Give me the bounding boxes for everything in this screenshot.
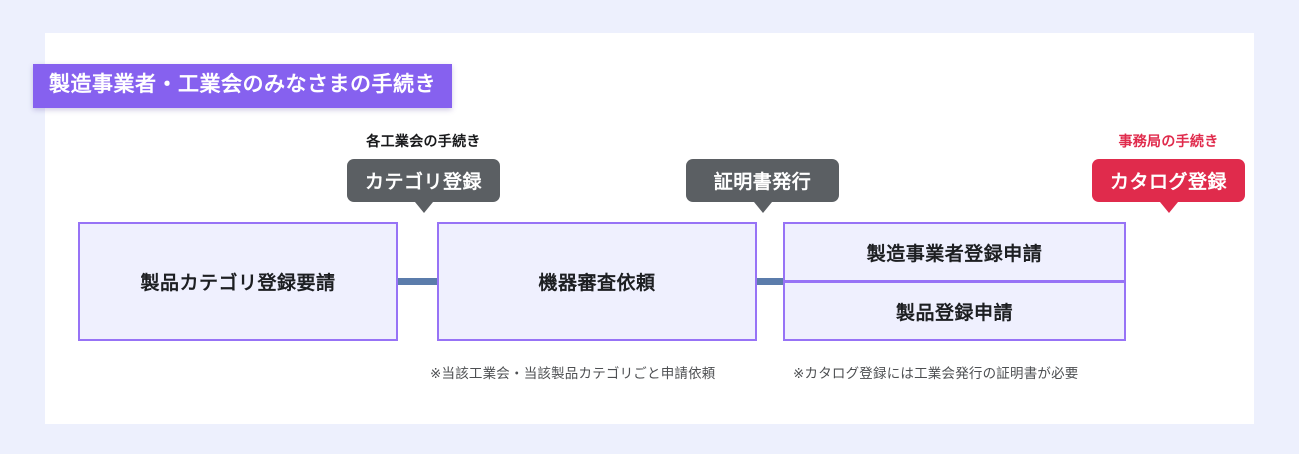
box-device-examination-request: 機器審査依頼 bbox=[437, 222, 757, 341]
connector-request-to-exam bbox=[396, 278, 439, 285]
badge-catalog-registration-label: カタログ登録 bbox=[1109, 172, 1227, 193]
footnote-certificate-required: ※カタログ登録には工業会発行の証明書が必要 bbox=[793, 366, 1079, 381]
box-product-category-request: 製品カテゴリ登録要請 bbox=[78, 222, 398, 341]
caption-association-procedures: 各工業会の手続き bbox=[366, 133, 481, 149]
badge-certificate-issuance-label: 証明書発行 bbox=[713, 172, 812, 193]
box-product-registration-application: 製品登録申請 bbox=[783, 281, 1126, 341]
caption-secretariat-procedures: 事務局の手続き bbox=[1118, 133, 1219, 149]
badge-category-registration: カテゴリ登録 bbox=[347, 159, 500, 202]
badge-certificate-issuance: 証明書発行 bbox=[686, 159, 839, 202]
connector-exam-to-application bbox=[755, 278, 785, 285]
badge-category-registration-label: カテゴリ登録 bbox=[364, 172, 482, 193]
section-header-badge: 製造事業者・工業会のみなさまの手続き bbox=[33, 64, 452, 109]
badge-catalog-registration: カタログ登録 bbox=[1092, 159, 1245, 202]
footnote-per-association-category: ※当該工業会・当該製品カテゴリごと申請依頼 bbox=[430, 366, 716, 381]
box-manufacturer-registration-application: 製造事業者登録申請 bbox=[783, 222, 1126, 282]
